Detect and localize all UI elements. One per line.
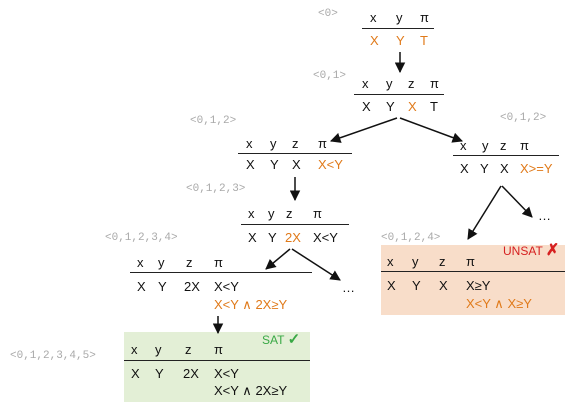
node-divider [130, 272, 312, 273]
node-divider [362, 28, 434, 29]
path-label: <0,1,2,4> [381, 232, 441, 244]
var-header: π [318, 136, 327, 151]
unsat-badge: UNSAT ✗ [503, 240, 559, 260]
var-value: Y [386, 99, 395, 114]
var-value: Y [158, 279, 167, 294]
path-label: <0,1,2,3,4,5> [10, 350, 96, 362]
var-header: z [185, 342, 192, 357]
unsat-label: UNSAT [503, 244, 543, 258]
edge-n3-n4 [265, 248, 291, 270]
cross-icon: ✗ [545, 242, 560, 259]
var-value: Y [480, 161, 489, 176]
var-header: z [292, 136, 299, 151]
path-label: <0> [318, 8, 338, 20]
var-value: X [248, 230, 257, 245]
var-header: x [246, 136, 253, 151]
var-value: X [408, 99, 417, 114]
var-value: Y [270, 157, 279, 172]
var-value: Y [155, 366, 164, 381]
path-constraint: X<Y ∧ X≥Y [466, 296, 532, 311]
var-header: π [214, 342, 223, 357]
var-value: X>=Y [520, 161, 553, 176]
path-label: <0,1> [313, 70, 347, 82]
edge-n1-n2 [330, 117, 398, 143]
var-value: X [362, 99, 371, 114]
var-value: Y [412, 278, 421, 293]
sat-badge: SAT ✓ [262, 330, 300, 348]
unexplored-branch-ellipsis: … [538, 208, 551, 223]
var-value: X [137, 279, 146, 294]
var-value: 2X [285, 230, 301, 245]
var-header: z [408, 76, 415, 91]
var-value: X [370, 33, 379, 48]
var-value: T [430, 99, 438, 114]
node-divider [238, 153, 352, 154]
var-header: y [386, 76, 393, 91]
var-value: X [387, 278, 396, 293]
var-header: y [268, 206, 275, 221]
var-value: Y [268, 230, 277, 245]
path-label: <0,1,2> [190, 115, 237, 127]
var-header: y [155, 342, 162, 357]
var-header: π [520, 138, 529, 153]
node-divider [241, 224, 349, 225]
path-label: <0,1,2,3,4> [105, 232, 178, 244]
node-divider [453, 155, 559, 156]
path-constraint: X<Y ∧ 2X≥Y [214, 297, 288, 312]
var-value: X [131, 366, 140, 381]
var-header: π [466, 254, 475, 269]
unsat-node-background [381, 245, 565, 315]
var-header: y [482, 138, 489, 153]
var-value: Y [396, 33, 405, 48]
var-header: y [158, 255, 165, 270]
edge-n3-ellipsis [291, 248, 341, 281]
var-header: x [137, 255, 144, 270]
var-header: y [270, 136, 277, 151]
var-header: x [460, 138, 467, 153]
var-header: x [248, 206, 255, 221]
path-label: <0,1,2,3> [186, 183, 246, 195]
var-header: x [370, 10, 377, 25]
var-value: X<Y [318, 157, 343, 172]
path-constraint: X<Y ∧ 2X≥Y [214, 383, 288, 398]
edge-n1-n2b [399, 117, 463, 143]
var-value: 2X [183, 366, 199, 381]
var-value: X [292, 157, 301, 172]
var-header: z [439, 254, 446, 269]
var-value: X≥Y [466, 278, 491, 293]
edge-n2b-n4b [467, 185, 502, 240]
var-header: π [214, 255, 223, 270]
var-value: X<Y [214, 366, 239, 381]
var-header: y [396, 10, 403, 25]
var-value: X [439, 278, 448, 293]
check-icon: ✓ [287, 331, 301, 348]
var-header: x [387, 254, 394, 269]
var-value: X [460, 161, 469, 176]
sat-node-background [124, 332, 310, 402]
node-divider [124, 360, 310, 361]
path-label: <0,1,2> [500, 112, 547, 124]
var-header: π [420, 10, 429, 25]
var-value: X [246, 157, 255, 172]
var-value: X [500, 161, 509, 176]
node-divider [354, 94, 444, 95]
var-header: π [313, 206, 322, 221]
var-value: X<Y [214, 279, 239, 294]
var-header: x [362, 76, 369, 91]
var-value: 2X [184, 279, 200, 294]
var-header: z [286, 206, 293, 221]
unexplored-branch-ellipsis: … [342, 280, 355, 295]
var-header: y [412, 254, 419, 269]
var-header: π [430, 76, 439, 91]
var-value: T [420, 33, 428, 48]
var-value: X<Y [313, 230, 338, 245]
edge-n2b-ellipsis [501, 185, 533, 218]
var-header: z [500, 138, 507, 153]
var-header: z [186, 255, 193, 270]
node-divider [381, 271, 565, 272]
sat-label: SAT [262, 333, 285, 347]
var-header: x [131, 342, 138, 357]
